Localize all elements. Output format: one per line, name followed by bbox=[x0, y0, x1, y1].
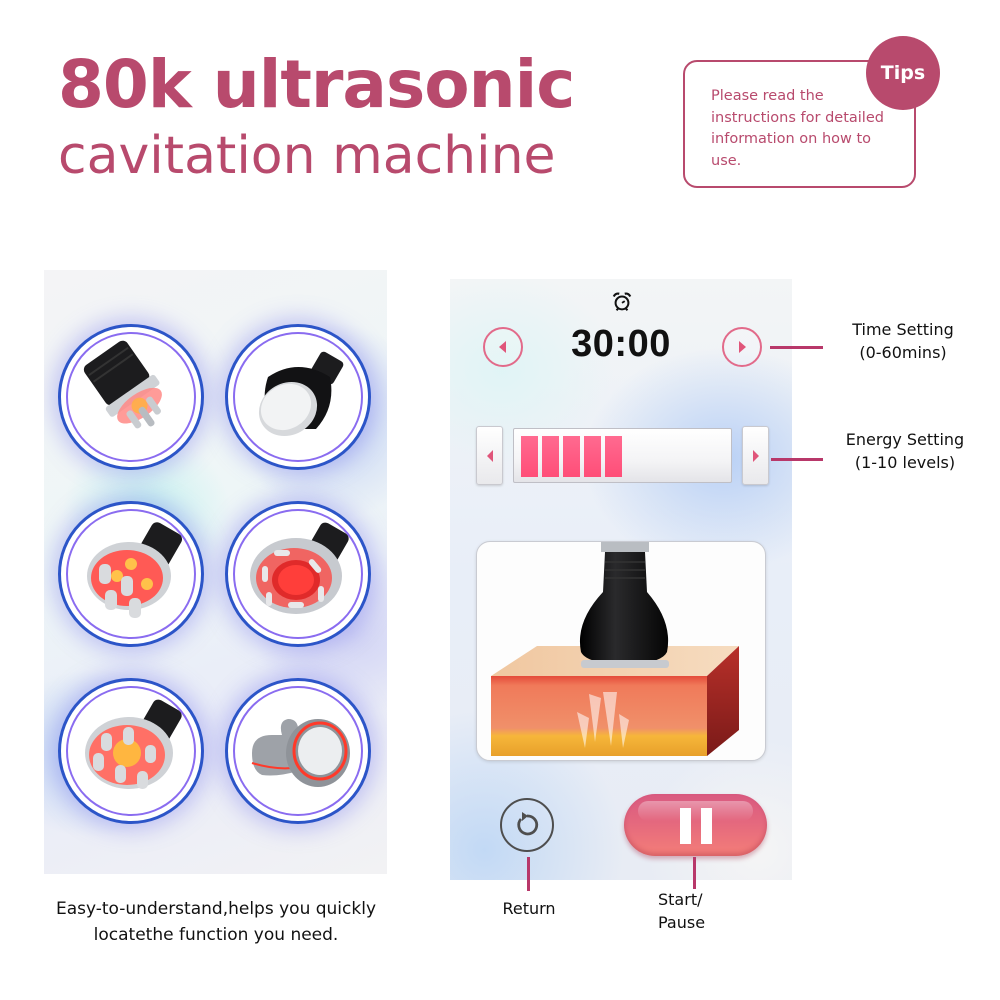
caption-line-2: locatethe function you need. bbox=[93, 925, 339, 945]
treatment-illustration bbox=[476, 541, 766, 761]
pause-icon-bar-2 bbox=[701, 808, 712, 844]
time-setting-range: (0-60mins) bbox=[859, 343, 947, 362]
energy-segment-3 bbox=[563, 436, 580, 477]
title-line-1: 80k ultrasonic bbox=[58, 46, 575, 123]
energy-setting-range: (1-10 levels) bbox=[854, 453, 956, 472]
rf-6-pole-head-icon bbox=[85, 699, 182, 789]
return-button[interactable] bbox=[500, 798, 554, 852]
time-setting-leader-line bbox=[770, 346, 823, 349]
triangle-left-icon bbox=[487, 450, 493, 462]
tips-badge: Tips bbox=[866, 36, 940, 110]
return-label: Return bbox=[502, 899, 556, 918]
cavitation-head-icon bbox=[258, 351, 344, 437]
pause-label: Pause bbox=[658, 913, 706, 932]
time-decrease-button[interactable] bbox=[483, 327, 523, 367]
energy-setting-title: Energy Setting bbox=[845, 430, 965, 449]
return-leader-line bbox=[527, 857, 530, 891]
energy-setting-label: Energy Setting (1-10 levels) bbox=[830, 428, 980, 474]
energy-segment-1 bbox=[521, 436, 538, 477]
control-panel: 30:00 bbox=[450, 279, 792, 880]
energy-decrease-button[interactable] bbox=[476, 426, 503, 485]
heads-panel bbox=[44, 270, 387, 874]
start-pause-label: Start/ Pause bbox=[658, 888, 730, 934]
head-vacuum-rf[interactable] bbox=[225, 501, 371, 647]
small-rf-head-icon bbox=[251, 719, 350, 787]
head-cavitation[interactable] bbox=[225, 324, 371, 470]
head-rf-4-pole[interactable] bbox=[58, 501, 204, 647]
head-rf-3-pole[interactable] bbox=[58, 324, 204, 470]
timer-display: 30:00 bbox=[571, 323, 671, 365]
heads-caption: Easy-to-understand,helps you quickly loc… bbox=[0, 896, 432, 948]
triangle-left-icon bbox=[499, 341, 506, 353]
rotate-arrow-icon bbox=[517, 812, 539, 836]
start-label: Start/ bbox=[658, 890, 703, 909]
start-pause-leader-line bbox=[693, 857, 696, 889]
time-setting-label: Time Setting (0-60mins) bbox=[835, 318, 971, 364]
title-line-2: cavitation machine bbox=[58, 126, 556, 186]
triangle-right-icon bbox=[753, 450, 759, 462]
triangle-right-icon bbox=[739, 341, 746, 353]
caption-line-1: Easy-to-understand,helps you quickly bbox=[55, 899, 377, 919]
alarm-clock-icon bbox=[612, 292, 632, 311]
time-increase-button[interactable] bbox=[722, 327, 762, 367]
rf-4-pole-head-icon bbox=[87, 522, 183, 618]
tips-box: Please read the instructions for detaile… bbox=[683, 60, 916, 188]
energy-segment-2 bbox=[542, 436, 559, 477]
energy-increase-button[interactable] bbox=[742, 426, 769, 485]
tips-text: Please read the instructions for detaile… bbox=[711, 88, 884, 169]
energy-segment-4 bbox=[584, 436, 601, 477]
start-pause-button[interactable] bbox=[624, 794, 767, 856]
skin-cavitation-illustration bbox=[491, 542, 739, 756]
pause-icon bbox=[680, 808, 691, 844]
energy-level-bar[interactable] bbox=[513, 428, 732, 483]
energy-setting-leader-line bbox=[771, 458, 823, 461]
head-rf-6-pole[interactable] bbox=[58, 678, 204, 824]
vacuum-rf-head-icon bbox=[250, 522, 349, 614]
energy-segment-5 bbox=[605, 436, 622, 477]
time-setting-title: Time Setting bbox=[852, 320, 954, 339]
head-small-rf[interactable] bbox=[225, 678, 371, 824]
rf-3-pole-head-icon bbox=[83, 340, 162, 429]
